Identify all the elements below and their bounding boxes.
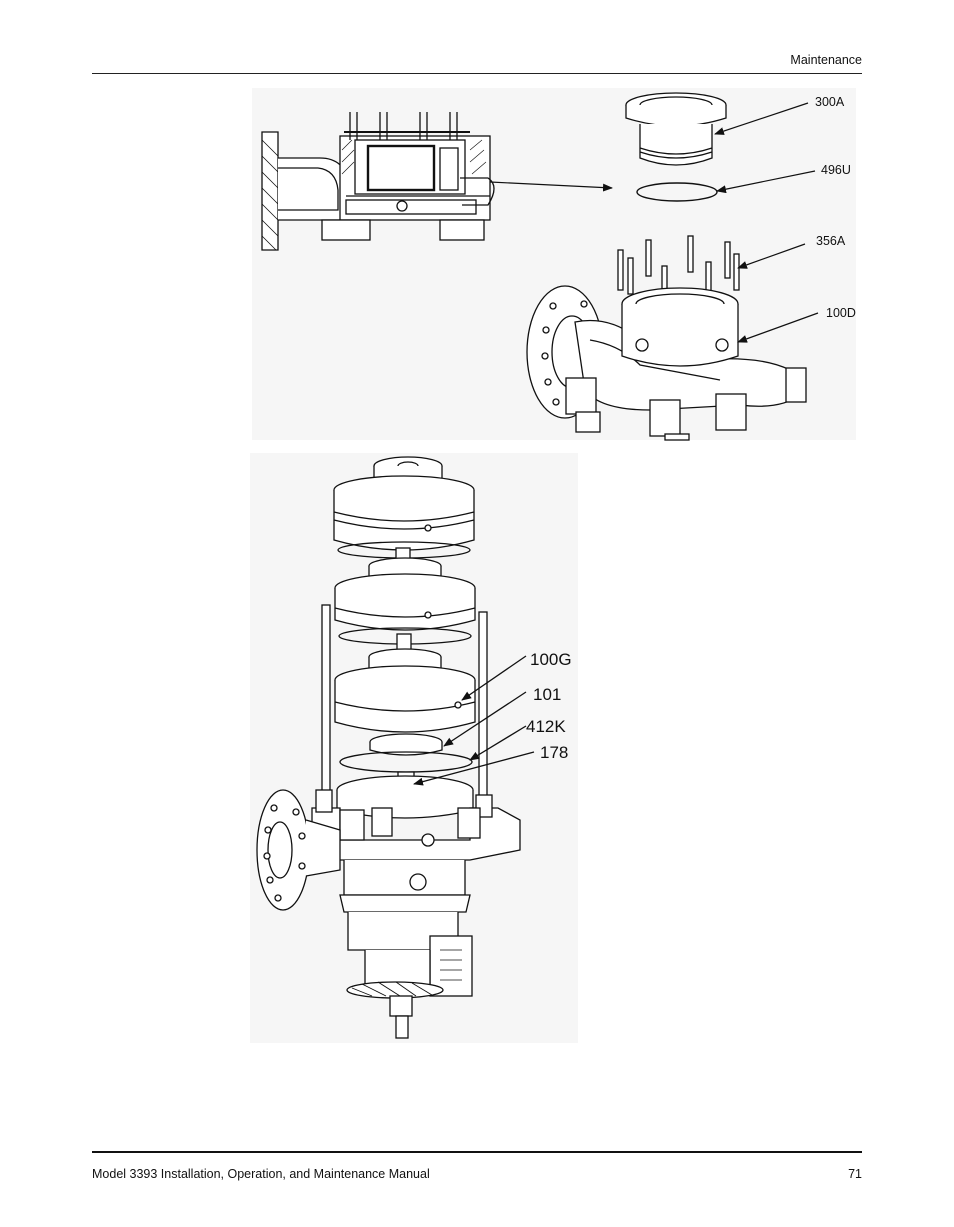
leader-412K xyxy=(469,725,527,761)
studs-356A-drawing xyxy=(617,235,740,305)
leader-100D xyxy=(737,312,819,343)
leader-300A xyxy=(714,102,809,135)
pump-casing-100D-drawing xyxy=(526,285,807,441)
page-number: 71 xyxy=(848,1167,862,1181)
callout-356A: 356A xyxy=(816,234,846,248)
leader-101 xyxy=(443,691,527,747)
section-to-exploded-arrow xyxy=(489,181,613,192)
callout-100D: 100D xyxy=(826,306,856,320)
callout-496U: 496U xyxy=(821,163,851,177)
cross-section-drawing xyxy=(261,112,495,251)
leader-100G xyxy=(461,655,527,701)
callout-100G: 100G xyxy=(530,650,572,669)
leader-356A xyxy=(737,243,806,269)
leader-178 xyxy=(413,751,535,786)
leader-496U xyxy=(716,170,816,194)
stacked-pump-assembly-drawing xyxy=(256,456,521,1039)
callout-412K: 412K xyxy=(526,717,566,736)
casing-cover-300A-drawing xyxy=(625,92,727,166)
callout-101: 101 xyxy=(533,685,561,704)
header-divider xyxy=(92,73,862,74)
footer-manual-title: Model 3393 Installation, Operation, and … xyxy=(92,1167,430,1181)
callout-300A: 300A xyxy=(815,95,845,109)
callout-178: 178 xyxy=(540,743,568,762)
footer-divider xyxy=(92,1151,862,1153)
header-section-title: Maintenance xyxy=(790,53,862,67)
